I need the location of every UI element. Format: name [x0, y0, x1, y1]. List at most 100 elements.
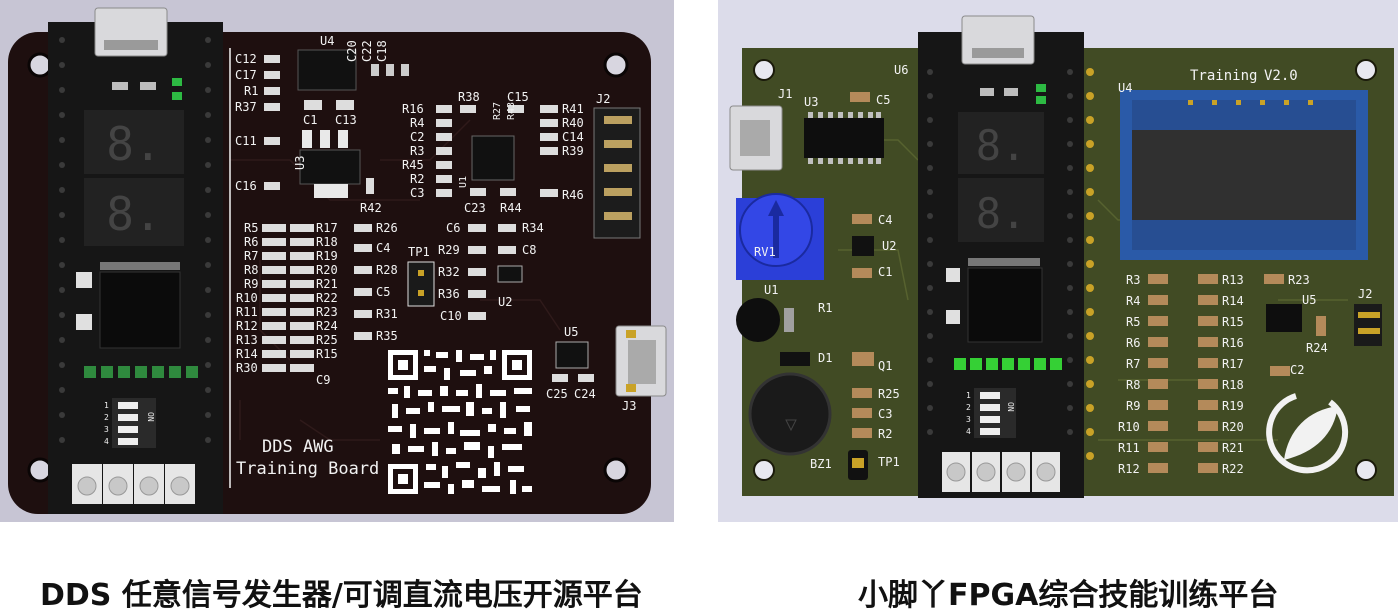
ref-right-r23: R23 — [1288, 273, 1310, 287]
right-board-render: 8. 8. ON 1 2 3 4 — [729, 15, 1394, 498]
svg-text:8.: 8. — [106, 117, 161, 171]
mounting-holes — [27, 52, 629, 483]
ref-col-l-7: R12 — [236, 319, 258, 333]
ref-c8: C8 — [522, 243, 536, 257]
ref-right-d1: D1 — [818, 351, 832, 365]
ref-r29: R29 — [438, 243, 460, 257]
ref-right-col-a-7: R10 — [1118, 420, 1140, 434]
right-dip-num-1: 1 — [966, 391, 971, 400]
svg-text:8.: 8. — [106, 187, 161, 241]
ref-r37: R37 — [235, 100, 257, 114]
ref-right-col-b-0: R13 — [1222, 273, 1244, 287]
ref-r35: R35 — [376, 329, 398, 343]
ref-c15: C15 — [507, 90, 529, 104]
svg-text:8.: 8. — [976, 189, 1027, 238]
dip-num-1: 1 — [104, 401, 109, 410]
svg-text:8.: 8. — [976, 121, 1027, 170]
right-board-version: V2.0 — [1264, 68, 1298, 84]
ref-right-c2: C2 — [1290, 363, 1304, 377]
left-components: U4 C20 C22 C18 C12 C17 R1 R37 C1 C13 C11… — [235, 34, 667, 479]
ref-col-r-9: R15 — [316, 347, 338, 361]
ref-r4: R4 — [410, 116, 424, 130]
ref-j2: J2 — [596, 92, 610, 106]
ref-r39: R39 — [562, 144, 584, 158]
ref-c1: C1 — [303, 113, 317, 127]
ref-u1: U1 — [458, 176, 469, 188]
ref-right-c1: C1 — [878, 265, 892, 279]
leaf-logo — [1266, 393, 1349, 474]
ref-right-q1: Q1 — [878, 359, 892, 373]
ref-u3: U3 — [293, 156, 307, 170]
ref-c14: C14 — [562, 130, 584, 144]
ref-c24: C24 — [574, 387, 596, 401]
left-board-title-1: DDS AWG — [262, 437, 334, 457]
ref-c10: C10 — [440, 309, 462, 323]
ref-col-l-3: R8 — [244, 263, 258, 277]
ref-right-col-b-7: R20 — [1222, 420, 1244, 434]
ref-right-u2: U2 — [882, 239, 896, 253]
ref-col-l-8: R13 — [236, 333, 258, 347]
ref-col-l-2: R7 — [244, 249, 258, 263]
ref-right-r1: R1 — [818, 301, 832, 315]
ref-right-u4: U4 — [1118, 81, 1132, 95]
ref-c6: C6 — [446, 221, 460, 235]
ref-right-col-a-6: R9 — [1126, 399, 1140, 413]
ref-right-u3: U3 — [804, 95, 818, 109]
qr-code — [388, 350, 532, 494]
left-board-title-2: Training Board — [236, 459, 379, 479]
ref-right-col-a-1: R4 — [1126, 294, 1140, 308]
ref-col-r-8: R25 — [316, 333, 338, 347]
ref-col-l-1: R6 — [244, 235, 258, 249]
ref-right-c4: C4 — [878, 213, 892, 227]
ref-right-col-b-4: R17 — [1222, 357, 1244, 371]
ref-right-col-b-8: R21 — [1222, 441, 1244, 455]
ref-right-col-b-1: R14 — [1222, 294, 1244, 308]
ref-col-l-4: R9 — [244, 277, 258, 291]
ref-j3: J3 — [622, 399, 636, 413]
ref-r31: R31 — [376, 307, 398, 321]
ref-col-r-6: R23 — [316, 305, 338, 319]
ref-r2: R2 — [410, 172, 424, 186]
ref-c17: C17 — [235, 68, 257, 82]
ref-col-r-2: R19 — [316, 249, 338, 263]
caption-right: 小脚丫FPGA综合技能训练平台 — [858, 578, 1279, 613]
ref-r16: R16 — [402, 102, 424, 116]
ref-r41: R41 — [562, 102, 584, 116]
ref-col-r-7: R24 — [316, 319, 338, 333]
ref-c2: C2 — [410, 130, 424, 144]
ref-c11: C11 — [235, 134, 257, 148]
ref-u2: U2 — [498, 295, 512, 309]
ref-tp1: TP1 — [408, 245, 430, 259]
dip-num-4: 4 — [104, 437, 109, 446]
ref-right-col-a-8: R11 — [1118, 441, 1140, 455]
ref-c3: C3 — [410, 186, 424, 200]
ref-right-col-a-2: R5 — [1126, 315, 1140, 329]
ref-col-l-6: R11 — [236, 305, 258, 319]
ref-c18: C18 — [375, 40, 389, 62]
ref-r1: R1 — [244, 84, 258, 98]
ref-right-j2: J2 — [1358, 287, 1372, 301]
ref-c25: C25 — [546, 387, 568, 401]
ref-c5: C5 — [376, 285, 390, 299]
ref-right-rv1: RV1 — [754, 245, 776, 259]
ref-col-r-5: R22 — [316, 291, 338, 305]
ref-r28: R28 — [376, 263, 398, 277]
ref-r40: R40 — [562, 116, 584, 130]
ref-r36: R36 — [438, 287, 460, 301]
ref-c23: C23 — [464, 201, 486, 215]
ref-c22: C22 — [360, 40, 374, 62]
ref-right-col-b-2: R15 — [1222, 315, 1244, 329]
right-board-title: Training — [1190, 68, 1257, 84]
ref-c16: C16 — [235, 179, 257, 193]
ref-u4: U4 — [320, 34, 334, 48]
dip-num-2: 2 — [104, 413, 109, 422]
ref-r44: R44 — [500, 201, 522, 215]
ref-col-r-0: R17 — [316, 221, 338, 235]
ref-c13: C13 — [335, 113, 357, 127]
ref-r42: R42 — [360, 201, 382, 215]
ref-right-col-a-5: R8 — [1126, 378, 1140, 392]
right-core-module: 8. 8. ON 1 2 3 4 — [918, 15, 1084, 498]
ref-right-c5: C5 — [876, 93, 890, 107]
ref-right-col-a-3: R6 — [1126, 336, 1140, 350]
core-module: 8. 8. ON 1 2 3 4 — [48, 7, 223, 514]
